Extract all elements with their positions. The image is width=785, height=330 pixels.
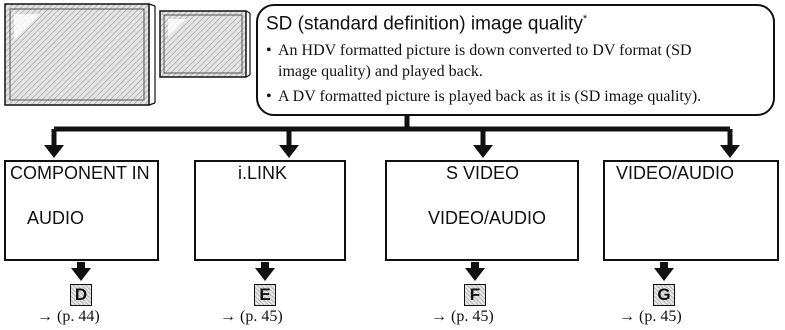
tv-screen-icon [159, 10, 251, 78]
bullet-dv-playback: •A DV formatted picture is played back a… [266, 88, 702, 105]
letter-badge-g: G [653, 284, 675, 306]
output-label-ilink: i.LINK [238, 163, 288, 183]
output-box-component [4, 160, 159, 261]
bullet-text: A DV formatted picture is played back as… [278, 88, 702, 105]
output-label-svideo: S VIDEO [446, 163, 520, 183]
footnote-marker: * [582, 13, 588, 25]
output-sublabel-video-audio: VIDEO/AUDIO [428, 208, 547, 228]
output-label-component: COMPONENT IN [10, 163, 150, 183]
arrowheads-top [44, 145, 740, 158]
output-box-video-audio [603, 160, 779, 261]
page-ref-d: → (p. 44) [37, 308, 100, 325]
page-ref-e: → (p. 45) [220, 308, 283, 325]
letter-badge-f: F [464, 284, 486, 306]
sd-quality-panel [256, 4, 775, 116]
arrowheads-bottom [71, 262, 674, 281]
tv-screen-icon [4, 3, 156, 106]
output-label-video-audio: VIDEO/AUDIO [616, 163, 735, 183]
bullet-text: An HDV formatted picture is down convert… [278, 42, 692, 80]
bullet-hdv-downconvert: •An HDV formatted picture is down conver… [266, 40, 766, 82]
page-ref-g: → (p. 45) [619, 308, 682, 325]
output-box-ilink [194, 160, 346, 261]
sd-quality-title: SD (standard definition) image quality* [266, 13, 588, 35]
page-ref-f: → (p. 45) [431, 308, 494, 325]
letter-badge-d: D [70, 284, 92, 306]
connector-lines [51, 116, 733, 146]
output-box-svideo [385, 160, 579, 261]
output-sublabel-audio: AUDIO [27, 208, 85, 228]
letter-badge-e: E [254, 284, 276, 306]
